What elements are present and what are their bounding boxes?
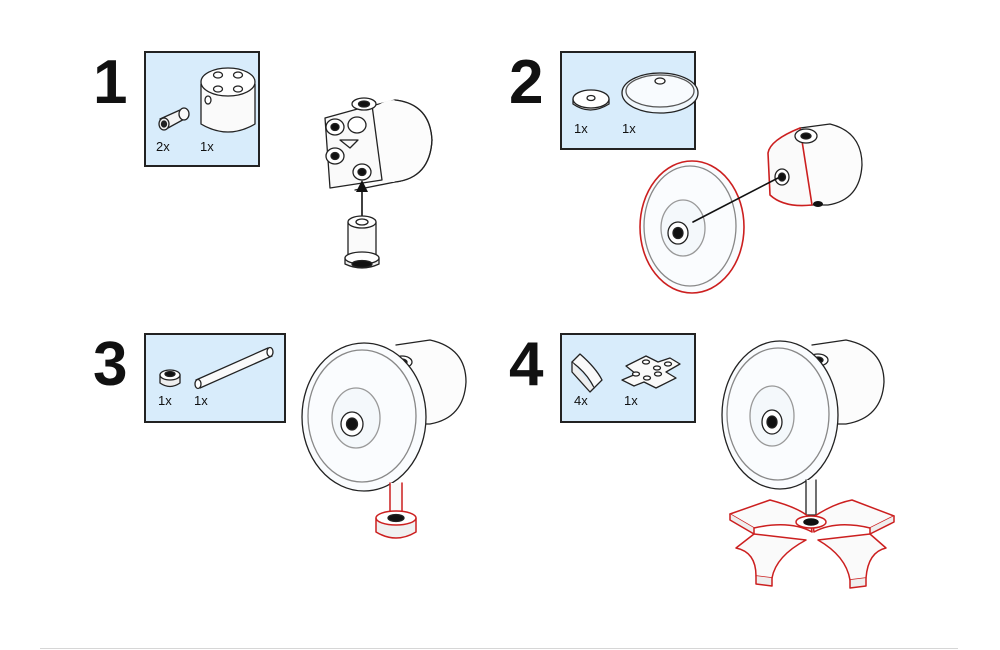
- pin-icon: [158, 107, 190, 131]
- lamp-assembly-step-3: [301, 339, 467, 539]
- curved-slope-icon: [571, 353, 603, 393]
- part-qty: 1x: [574, 121, 588, 136]
- step-number-2: 2: [509, 48, 544, 117]
- part-qty: 1x: [194, 393, 208, 408]
- step-number-3: 3: [93, 330, 128, 399]
- axle-icon: [194, 346, 274, 390]
- step-number-1: 1: [93, 48, 128, 117]
- part-qty: 1x: [622, 121, 636, 136]
- cross-plate-icon: [621, 355, 681, 389]
- cross-base-assembly: [729, 499, 895, 589]
- part-qty: 1x: [158, 393, 172, 408]
- part-qty: 4x: [574, 393, 588, 408]
- part-qty: 1x: [624, 393, 638, 408]
- part-qty: 1x: [200, 139, 214, 154]
- pin-assembly: [344, 215, 380, 269]
- lamp-assembly-step-4: [721, 339, 885, 516]
- page-divider: [40, 648, 958, 649]
- round-brick-assembly: [324, 97, 433, 191]
- dish-assembly: [639, 160, 745, 294]
- round-tile-icon: [572, 89, 610, 111]
- dish-icon: [621, 72, 699, 114]
- round-brick-assembly: [767, 123, 863, 207]
- round-brick-2x2-icon: [200, 67, 256, 133]
- connector-line-step-2: [692, 177, 779, 223]
- round-plate-1x1-icon: [159, 369, 181, 388]
- part-qty: 2x: [156, 139, 170, 154]
- step-number-4: 4: [509, 330, 544, 399]
